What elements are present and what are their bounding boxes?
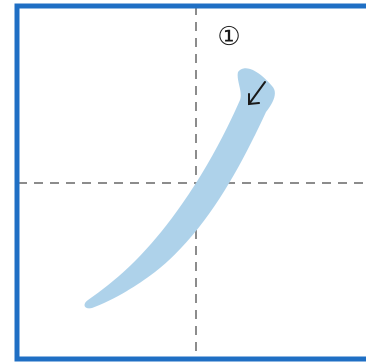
arrow-down-left-icon <box>248 81 266 106</box>
stroke-order-number: ① <box>217 22 240 52</box>
brush-stroke <box>84 68 275 309</box>
grid-border <box>14 3 366 362</box>
